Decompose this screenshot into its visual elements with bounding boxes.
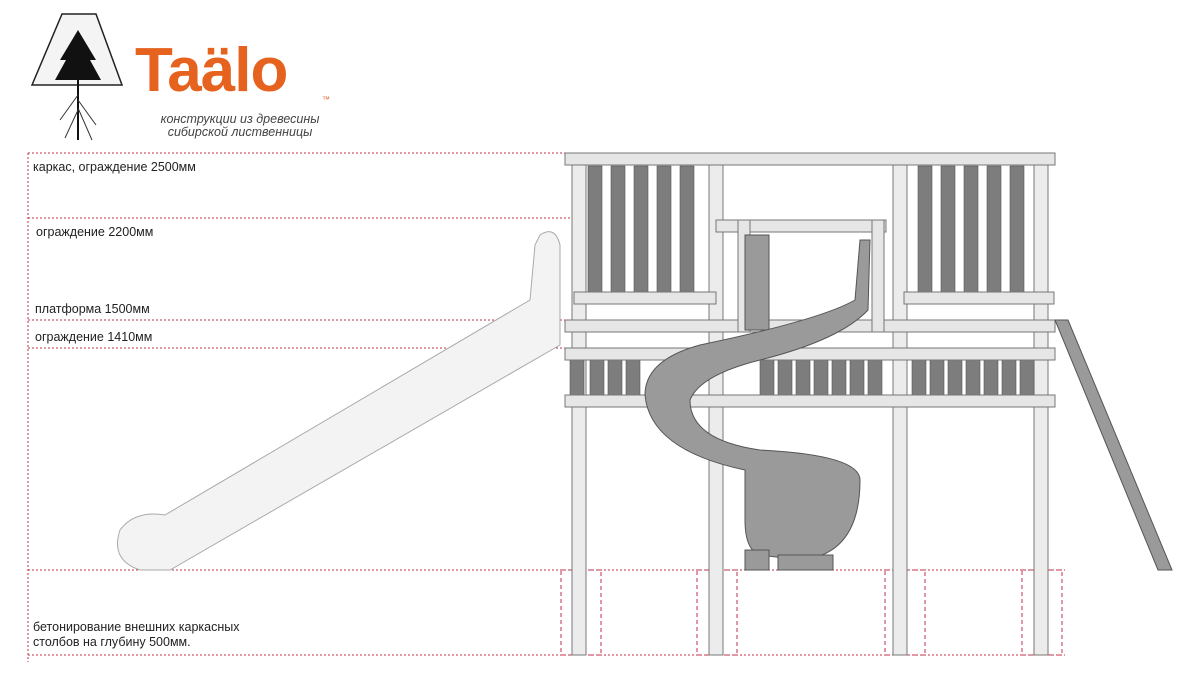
straight-slide	[117, 231, 561, 571]
spiral-slide	[644, 234, 871, 571]
tagline-line-2: сибирской лиственницы	[167, 125, 313, 139]
brand-logo: Taälo	[135, 36, 288, 105]
tagline-line-1: конструкции из древесины	[160, 112, 320, 126]
concrete-line-2: столбов на глубину 500мм.	[33, 635, 191, 649]
brand-tagline: конструкции из древесины сибирской листв…	[150, 113, 330, 139]
trademark: ™	[322, 95, 330, 104]
label-frame-height: каркас, ограждение 2500мм	[33, 160, 196, 174]
tree-logo-icon	[30, 13, 124, 141]
upper-slats	[587, 165, 1025, 293]
concrete-line-1: бетонирование внешних каркасных	[33, 620, 240, 634]
lower-slats	[569, 359, 1035, 396]
label-concrete: бетонирование внешних каркасных столбов …	[33, 620, 240, 650]
label-platform: платформа 1500мм	[35, 302, 150, 316]
ladder	[1054, 319, 1173, 571]
label-fence-2200: ограждение 2200мм	[36, 225, 154, 239]
label-fence-1410: ограждение 1410мм	[35, 330, 153, 344]
